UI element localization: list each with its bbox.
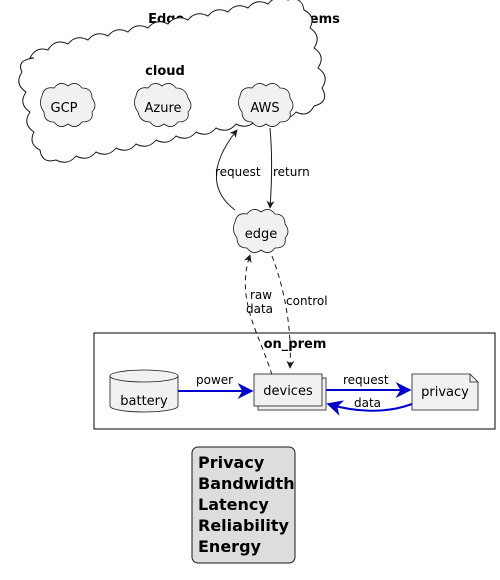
- azure-node: Azure: [134, 83, 192, 127]
- gcp-label: GCP: [51, 101, 78, 116]
- priv-data-label: data: [354, 396, 381, 410]
- privacy-to-devices-arrow: [326, 400, 413, 416]
- power-label: power: [196, 373, 233, 387]
- note-line-energy: Energy: [198, 537, 262, 556]
- edge-to-aws-arrow: [215, 129, 238, 211]
- note-line-privacy: Privacy: [198, 453, 265, 472]
- edge-label: edge: [245, 227, 278, 242]
- on-prem-package: [93, 332, 496, 430]
- cloud-package-label: cloud: [145, 64, 185, 79]
- aws-to-edge-arrow: [266, 127, 275, 209]
- return-label: return: [273, 165, 310, 179]
- battery-label: battery: [120, 394, 168, 409]
- devices-node: devices: [253, 373, 327, 411]
- aws-label: AWS: [250, 101, 279, 116]
- on-prem-label: on_prem: [264, 337, 327, 352]
- privacy-label: privacy: [421, 385, 469, 400]
- edge-node: edge: [233, 209, 289, 253]
- request-label: request: [215, 165, 261, 179]
- note-line-latency: Latency: [198, 495, 269, 514]
- note-line-bandwidth: Bandwidth: [198, 474, 295, 493]
- azure-label: Azure: [144, 101, 181, 116]
- gcp-node: GCP: [40, 83, 96, 127]
- problems-note: [191, 446, 296, 564]
- aws-node: AWS: [238, 83, 294, 127]
- raw-data-label: data: [246, 302, 273, 316]
- devices-to-edge-arrow: [243, 254, 273, 376]
- cloud-package: [18, 0, 326, 163]
- devices-label: devices: [263, 384, 313, 399]
- control-label: control: [286, 294, 328, 308]
- battery-node: battery: [109, 369, 179, 413]
- raw-label: raw: [250, 288, 272, 302]
- privacy-node: privacy: [411, 373, 479, 411]
- edge-to-devices-arrow: [271, 255, 295, 369]
- priv-request-label: request: [343, 373, 389, 387]
- note-line-reliability: Reliability: [198, 516, 289, 535]
